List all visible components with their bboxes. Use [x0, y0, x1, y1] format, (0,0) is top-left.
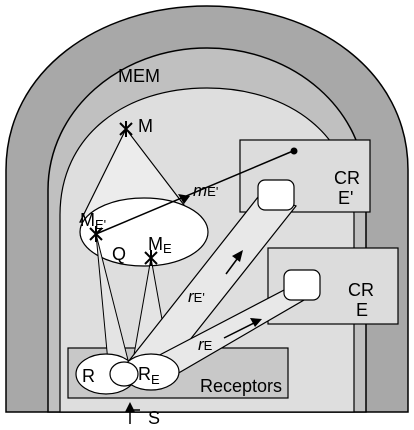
label-m-e-prime: ME' — [80, 210, 106, 232]
label-receptor-r-e: RE — [138, 364, 160, 387]
receptor-inner — [109, 361, 139, 387]
label-receptor-r: R — [82, 366, 95, 386]
label-q: Q — [112, 244, 126, 264]
label-r-e: rE — [198, 335, 213, 354]
label-mem: MEM — [118, 66, 160, 86]
label-receptors: Receptors — [200, 376, 282, 396]
cr-e-prime-node — [257, 179, 295, 211]
label-m-e: ME — [148, 234, 172, 256]
label-s: S — [148, 408, 160, 428]
arrow-s — [125, 402, 140, 424]
star-m-e-prime — [89, 226, 103, 242]
label-cr-upper-2: E' — [338, 188, 353, 208]
arrow-m-e-prime-to-cr — [95, 147, 298, 235]
arrow-r-e — [223, 318, 262, 339]
cr-e-node — [283, 269, 321, 301]
memory-ellipse — [79, 197, 209, 267]
label-cr-lower-2: E — [356, 300, 368, 320]
label-m: M — [138, 116, 153, 136]
label-r-e-prime: rE' — [188, 287, 205, 306]
label-m-edge: mE' — [193, 181, 218, 200]
label-cr-lower-1: CR — [348, 280, 374, 300]
label-cr-upper-1: CR — [334, 168, 360, 188]
star-m-e — [144, 250, 158, 266]
arrow-r-e-prime — [225, 250, 243, 275]
cr-e-box — [267, 247, 399, 325]
star-m — [119, 121, 133, 137]
